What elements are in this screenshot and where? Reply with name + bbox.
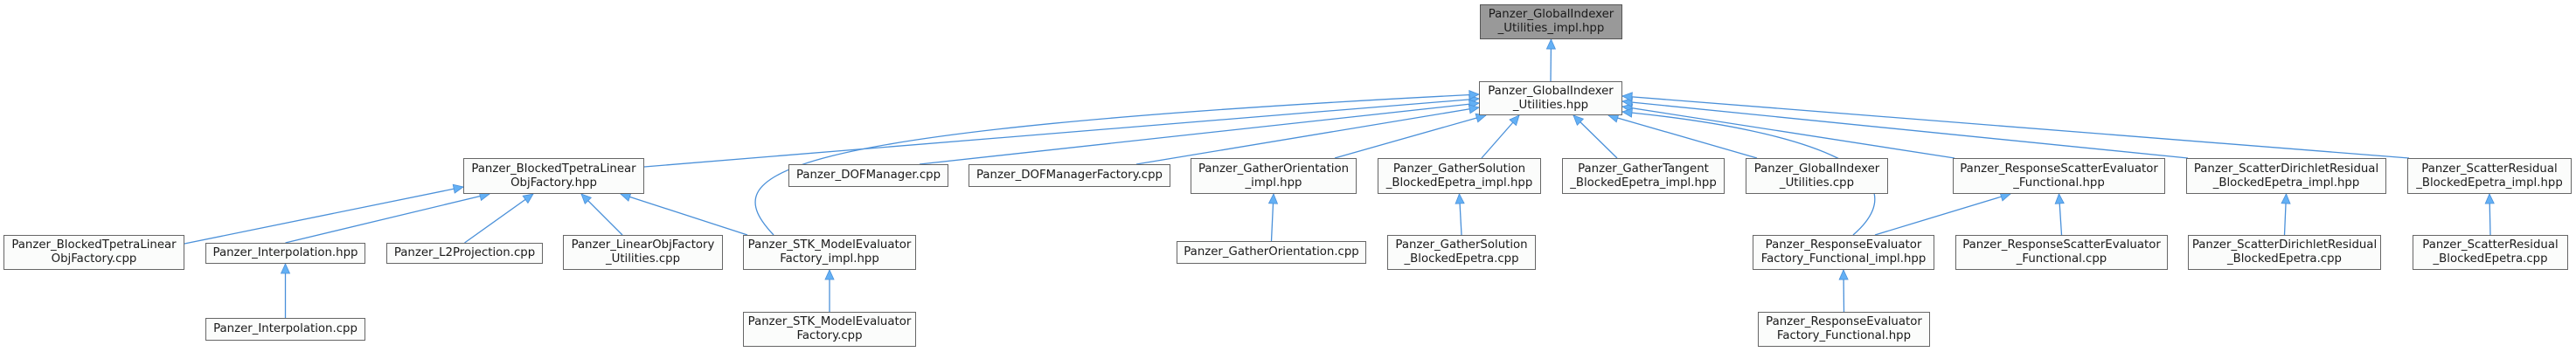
edge-btlof-cpp-to-btlof-hpp-arrowhead <box>452 183 464 194</box>
edge-stk-mef-cpp-to-stk-mef-impl-arrowhead <box>824 269 835 280</box>
node-lof-util-cpp[interactable]: Panzer_LinearObjFactory _Utilities.cpp <box>563 235 723 270</box>
node-label: Panzer_STK_ModelEvaluator Factory_impl.h… <box>747 238 912 266</box>
node-ref-func-impl[interactable]: Panzer_ResponseEvaluator Factory_Functio… <box>1753 235 1934 270</box>
node-btlof-hpp[interactable]: Panzer_BlockedTpetraLinear ObjFactory.hp… <box>463 158 644 194</box>
node-label: Panzer_Interpolation.hpp <box>212 246 358 259</box>
edge-sr-impl-to-gi-util-hpp-arrowhead <box>1621 92 1633 102</box>
node-label: Panzer_Interpolation.cpp <box>213 322 358 335</box>
node-interp-cpp[interactable]: Panzer_Interpolation.cpp <box>205 318 365 341</box>
node-sr-impl[interactable]: Panzer_ScatterResidual _BlockedEpetra_im… <box>2407 158 2572 194</box>
node-label: Panzer_GatherTangent _BlockedEpetra_impl… <box>1570 162 1717 190</box>
node-ref-func-hpp[interactable]: Panzer_ResponseEvaluator Factory_Functio… <box>1758 312 1930 347</box>
edge-sdr-cpp-to-sdr-impl-arrowhead <box>2281 193 2291 204</box>
edge-rse-func-cpp-to-rse-func-hpp-arrowhead <box>2054 193 2065 204</box>
edge-btlof-hpp-to-gi-util-hpp <box>643 98 1480 168</box>
node-label: Panzer_GlobalIndexer _Utilities_impl.hpp <box>1488 8 1614 35</box>
edge-gathertan-impl-to-gi-util-hpp-arrowhead <box>1573 114 1585 126</box>
node-label: Panzer_ResponseEvaluator Factory_Functio… <box>1766 315 1922 342</box>
node-sr-cpp[interactable]: Panzer_ScatterResidual _BlockedEpetra.cp… <box>2413 235 2568 270</box>
edge-dofmgrfac-cpp-to-gi-util-hpp <box>1135 107 1480 165</box>
node-label: Panzer_L2Projection.cpp <box>393 246 536 259</box>
edge-ref-func-impl-to-rse-func-hpp <box>1874 193 2011 236</box>
edge-interp-cpp-to-interp-hpp-arrowhead <box>280 263 291 274</box>
node-label: Panzer_DOFManager.cpp <box>795 169 941 182</box>
edge-l2proj-cpp-to-btlof-hpp-arrowhead <box>522 193 534 204</box>
edge-gi-util-cpp-to-gi-util-hpp <box>1607 114 1758 159</box>
node-l2proj-cpp[interactable]: Panzer_L2Projection.cpp <box>386 243 543 264</box>
node-gathersol-impl[interactable]: Panzer_GatherSolution _BlockedEpetra_imp… <box>1378 158 1541 194</box>
edge-dofmgr-cpp-to-gi-util-hpp <box>919 102 1480 165</box>
node-gi-util-cpp[interactable]: Panzer_GlobalIndexer _Utilities.cpp <box>1746 158 1888 194</box>
node-label: Panzer_DOFManagerFactory.cpp <box>976 169 1163 182</box>
node-gatherorient-cpp[interactable]: Panzer_GatherOrientation.cpp <box>1177 241 1366 264</box>
node-gi-util-hpp[interactable]: Panzer_GlobalIndexer _Utilities.hpp <box>1479 81 1622 115</box>
node-label: Panzer_GatherSolution _BlockedEpetra_imp… <box>1385 162 1533 190</box>
node-gathersol-cpp[interactable]: Panzer_GatherSolution _BlockedEpetra.cpp <box>1387 235 1536 270</box>
edge-gi-util-hpp-to-gi-util-impl-arrowhead <box>1545 38 1557 50</box>
node-rse-func-cpp[interactable]: Panzer_ResponseScatterEvaluator _Functio… <box>1955 235 2168 270</box>
node-stk-mef-cpp[interactable]: Panzer_STK_ModelEvaluator Factory.cpp <box>743 312 916 347</box>
node-label: Panzer_ResponseScatterEvaluator _Functio… <box>1960 162 2158 190</box>
node-dofmgrfac-cpp[interactable]: Panzer_DOFManagerFactory.cpp <box>969 164 1170 187</box>
node-label: Panzer_ScatterDirichletResidual _Blocked… <box>2193 162 2379 190</box>
edge-btlof-cpp-to-btlof-hpp <box>184 186 464 245</box>
edge-rse-func-hpp-to-gi-util-hpp <box>1621 106 1955 159</box>
node-rse-func-hpp[interactable]: Panzer_ResponseScatterEvaluator _Functio… <box>1953 158 2165 194</box>
node-label: Panzer_ResponseEvaluator Factory_Functio… <box>1760 238 1927 266</box>
node-label: Panzer_GatherOrientation.cpp <box>1184 245 1359 259</box>
edge-stk-mef-impl-to-btlof-hpp <box>620 193 748 236</box>
node-label: Panzer_LinearObjFactory _Utilities.cpp <box>571 238 715 266</box>
edge-stk-mef-impl-to-btlof-hpp-arrowhead <box>620 192 632 202</box>
node-label: Panzer_ResponseScatterEvaluator _Functio… <box>1962 238 2161 266</box>
edge-l2proj-cpp-to-btlof-hpp <box>464 193 534 244</box>
node-btlof-cpp[interactable]: Panzer_BlockedTpetraLinear ObjFactory.cp… <box>3 235 184 270</box>
node-dofmgr-cpp[interactable]: Panzer_DOFManager.cpp <box>788 164 948 187</box>
node-gatherorient-impl[interactable]: Panzer_GatherOrientation _impl.hpp <box>1191 158 1357 194</box>
edge-gathersol-cpp-to-gathersol-impl-arrowhead <box>1455 193 1465 204</box>
edge-ref-func-hpp-to-ref-func-impl-arrowhead <box>1838 269 1849 280</box>
node-sdr-cpp[interactable]: Panzer_ScatterDirichletResidual _Blocked… <box>2188 235 2381 270</box>
edge-sdr-impl-to-gi-util-hpp <box>1621 100 2189 159</box>
node-sdr-impl[interactable]: Panzer_ScatterDirichletResidual _Blocked… <box>2186 158 2386 194</box>
node-label: Panzer_STK_ModelEvaluator Factory.cpp <box>747 315 912 342</box>
node-label: Panzer_BlockedTpetraLinear ObjFactory.hp… <box>471 162 636 190</box>
edge-gathertan-impl-to-gi-util-hpp <box>1573 114 1618 159</box>
node-label: Panzer_GlobalIndexer _Utilities.hpp <box>1488 84 1614 112</box>
edge-gatherorient-cpp-to-gatherorient-impl-arrowhead <box>1267 193 1279 204</box>
edge-lof-util-cpp-to-btlof-hpp-arrowhead <box>580 193 593 205</box>
edge-gathersol-impl-to-gi-util-hpp-arrowhead <box>1509 114 1520 127</box>
node-interp-hpp[interactable]: Panzer_Interpolation.hpp <box>205 243 365 264</box>
edge-stk-mef-impl-to-gi-util-hpp <box>754 93 1480 236</box>
edge-dofmgrfac-cpp-to-gi-util-hpp-arrowhead <box>1468 104 1480 114</box>
edge-gatherorient-impl-to-gi-util-hpp <box>1334 114 1487 159</box>
node-label: Panzer_ScatterDirichletResidual _Blocked… <box>2191 238 2378 266</box>
edge-interp-hpp-to-btlof-hpp <box>285 193 490 244</box>
edge-ref-func-impl-to-gi-util-hpp <box>1621 111 1876 236</box>
node-label: Panzer_GatherSolution _BlockedEpetra.cpp <box>1395 238 1528 266</box>
edge-stk-mef-impl-to-gi-util-hpp-arrowhead <box>1469 89 1480 100</box>
edge-sr-impl-to-gi-util-hpp <box>1621 95 2410 159</box>
node-gathertan-impl[interactable]: Panzer_GatherTangent _BlockedEpetra_impl… <box>1562 158 1725 194</box>
node-label: Panzer_ScatterResidual _BlockedEpetra.cp… <box>2422 238 2559 266</box>
node-label: Panzer_ScatterResidual _BlockedEpetra_im… <box>2416 162 2563 190</box>
node-gi-util-impl: Panzer_GlobalIndexer _Utilities_impl.hpp <box>1480 4 1622 39</box>
node-stk-mef-impl[interactable]: Panzer_STK_ModelEvaluator Factory_impl.h… <box>743 235 916 270</box>
edge-ref-func-impl-to-gi-util-hpp-arrowhead <box>1621 107 1633 118</box>
node-label: Panzer_GlobalIndexer _Utilities.cpp <box>1753 162 1880 190</box>
node-label: Panzer_BlockedTpetraLinear ObjFactory.cp… <box>11 238 177 266</box>
node-label: Panzer_GatherOrientation _impl.hpp <box>1198 162 1350 190</box>
edge-sr-cpp-to-sr-impl-arrowhead <box>2484 193 2495 204</box>
